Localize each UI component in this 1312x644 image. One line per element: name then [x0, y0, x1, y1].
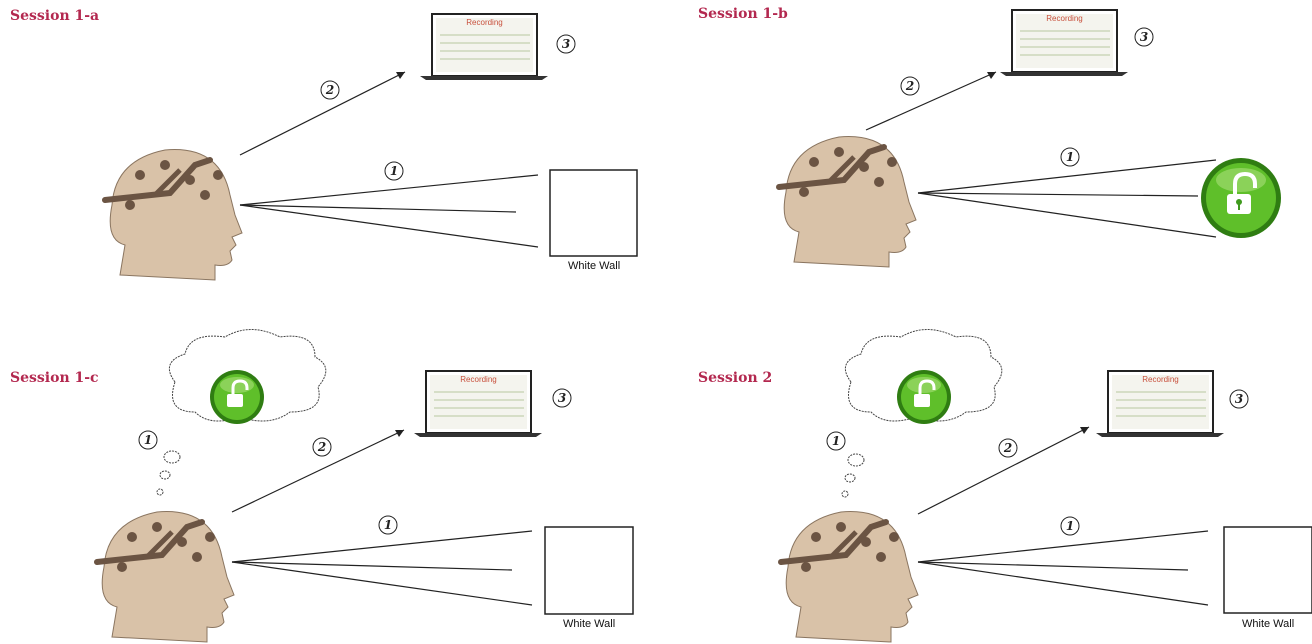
step-1-label: 1	[1066, 519, 1074, 533]
white-wall-box	[544, 526, 634, 615]
diagram-session-1a: 2 3 1	[102, 13, 638, 281]
laptop-icon	[414, 370, 542, 437]
white-wall-box	[549, 169, 638, 257]
panel-title: Session 2	[698, 370, 773, 386]
panel-title: Session 1-c	[10, 370, 99, 386]
eeg-head-icon	[102, 149, 243, 281]
panel-title: Session 1-b	[698, 6, 788, 22]
panel-title: Session 1-a	[10, 8, 100, 24]
gaze-lines	[917, 159, 1217, 238]
gaze-lines	[239, 174, 539, 248]
transmit-arrow	[239, 71, 406, 156]
step-1-thought-label: 1	[144, 433, 152, 447]
gaze-lines	[917, 530, 1209, 606]
step-3-label: 3	[558, 391, 566, 405]
step-3-label: 3	[562, 37, 570, 51]
step-1-label: 1	[390, 164, 398, 178]
step-2-label: 2	[317, 440, 326, 454]
diagram-session-1b: 2 3 1	[776, 9, 1281, 268]
panel-session-1b: Session 1-b 2 3 1	[656, 0, 1312, 322]
step-2-label: 2	[1003, 441, 1012, 455]
laptop-screen-title: Recording	[1142, 375, 1179, 384]
gaze-lines	[231, 530, 533, 606]
unlock-icon	[210, 370, 264, 424]
step-3-label: 3	[1140, 30, 1148, 44]
white-wall-box	[1223, 526, 1312, 614]
panel-session-1c: Session 1-c 1 2	[0, 322, 656, 644]
step-2-label: 2	[325, 83, 334, 97]
step-1-thought-label: 1	[832, 434, 840, 448]
laptop-icon	[1000, 9, 1128, 76]
white-wall-label: White Wall	[563, 618, 616, 630]
white-wall-label: White Wall	[1242, 618, 1295, 630]
laptop-icon	[1096, 370, 1224, 437]
step-1-label: 1	[384, 518, 392, 532]
step-3-label: 3	[1235, 392, 1243, 406]
diagram-session-1c: 1 2 3 1	[94, 329, 634, 643]
transmit-arrow	[917, 426, 1090, 515]
eeg-head-icon	[776, 136, 917, 268]
unlock-icon	[897, 370, 951, 424]
laptop-icon	[420, 13, 548, 80]
transmit-arrow	[865, 71, 997, 131]
panel-session-2: Session 2 1 2	[656, 322, 1312, 644]
unlock-icon	[1201, 158, 1281, 238]
laptop-screen-title: Recording	[1046, 14, 1083, 23]
laptop-screen-title: Recording	[466, 18, 503, 27]
step-1-label: 1	[1066, 150, 1074, 164]
laptop-screen-title: Recording	[460, 375, 497, 384]
panel-session-1a: Session 1-a 2 3 1	[0, 0, 656, 322]
eeg-head-icon	[94, 511, 235, 643]
transmit-arrow	[231, 429, 405, 513]
white-wall-label: White Wall	[568, 260, 621, 272]
step-2-label: 2	[905, 79, 914, 93]
diagram-session-2: 1 2 3 1	[778, 329, 1312, 643]
eeg-head-icon	[778, 511, 919, 643]
